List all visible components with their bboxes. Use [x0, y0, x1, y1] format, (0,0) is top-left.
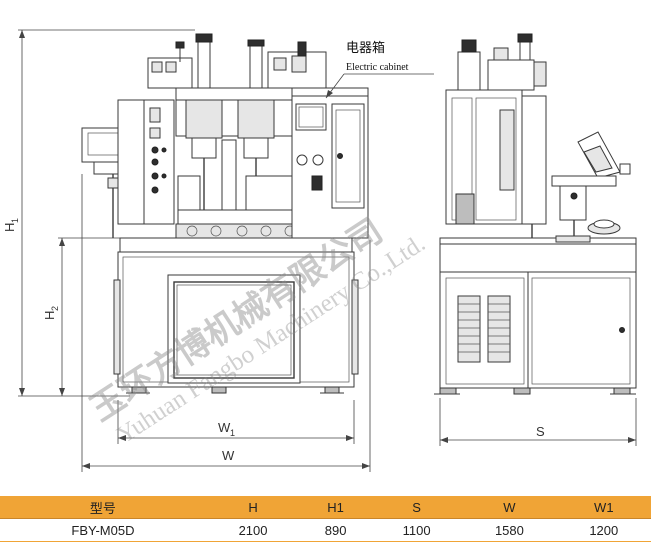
- front-left-louvre: [113, 279, 121, 375]
- front-right-louvre: [351, 279, 359, 375]
- side-view: [434, 33, 637, 395]
- front-left-side-plate: [117, 99, 145, 225]
- front-view: [81, 33, 369, 394]
- spec-cell-model: FBY-M05D: [0, 518, 206, 542]
- spec-header-w1: W1: [556, 496, 651, 519]
- side-table-top: [439, 237, 637, 273]
- dim-label-W1-sub: 1: [230, 428, 235, 438]
- side-left-door: [445, 277, 525, 385]
- spec-cell-h1: 890: [300, 518, 372, 542]
- dim-label-H2: H 2: [42, 306, 60, 320]
- spec-cell-s: 1100: [371, 518, 463, 542]
- side-foot-mid: [513, 387, 531, 395]
- callout-label-cn: 电器箱: [346, 40, 385, 56]
- dim-label-W1-main: W: [218, 420, 231, 435]
- dim-label-H2-sub: 2: [50, 306, 60, 311]
- spec-header-h: H: [205, 496, 301, 519]
- spec-table: 型号 H H1 S W W1 FBY-M05D 2100 890 1100 15…: [0, 496, 651, 542]
- side-foot-right: [613, 387, 631, 395]
- front-foot-right: [324, 386, 340, 394]
- front-cabinet-display: [295, 103, 327, 131]
- spec-header-s: S: [371, 496, 463, 519]
- front-cylinder-right: [249, 43, 263, 89]
- side-right-door: [531, 277, 631, 385]
- side-louvres: [457, 295, 511, 363]
- front-foot-mid: [211, 386, 227, 394]
- dimension-labels: H 1 H 2 W 1 W S: [2, 218, 545, 463]
- side-cabinet: [521, 95, 547, 225]
- callout-electric-cabinet: 电器箱 Electric cabinet: [325, 40, 434, 99]
- spec-cell-h: 2100: [205, 518, 301, 542]
- dimension-lines: [18, 29, 637, 472]
- spec-table-header-row: 型号 H H1 S W W1: [0, 496, 651, 519]
- front-cylinder-left: [197, 39, 211, 89]
- dim-label-S: S: [536, 424, 545, 439]
- front-door: [167, 274, 301, 384]
- dim-label-W: W: [222, 448, 235, 463]
- side-foot-left: [439, 387, 457, 395]
- spec-table-row: FBY-M05D 2100 890 1100 1580 1200: [0, 518, 651, 542]
- callout-label-en: Electric cabinet: [346, 62, 409, 73]
- spec-cell-w1: 1200: [556, 518, 651, 542]
- technical-drawing: H 1 H 2 W 1 W S 电器箱 Electric cabinet 玉环方…: [2, 29, 637, 472]
- spec-header-w: W: [462, 496, 557, 519]
- dim-label-H1-main: H: [2, 223, 17, 232]
- spec-header-h1: H1: [300, 496, 372, 519]
- front-door-window: [173, 281, 295, 379]
- front-cabinet-door: [331, 103, 365, 209]
- front-door-window-inner: [176, 284, 292, 376]
- side-feeder-arm: [551, 131, 631, 243]
- dim-label-H1: H 1: [2, 218, 20, 232]
- dim-label-H2-main: H: [42, 311, 57, 320]
- dim-label-H1-sub: 1: [10, 218, 20, 223]
- spec-header-model: 型号: [0, 496, 206, 519]
- spec-cell-w: 1580: [462, 518, 557, 542]
